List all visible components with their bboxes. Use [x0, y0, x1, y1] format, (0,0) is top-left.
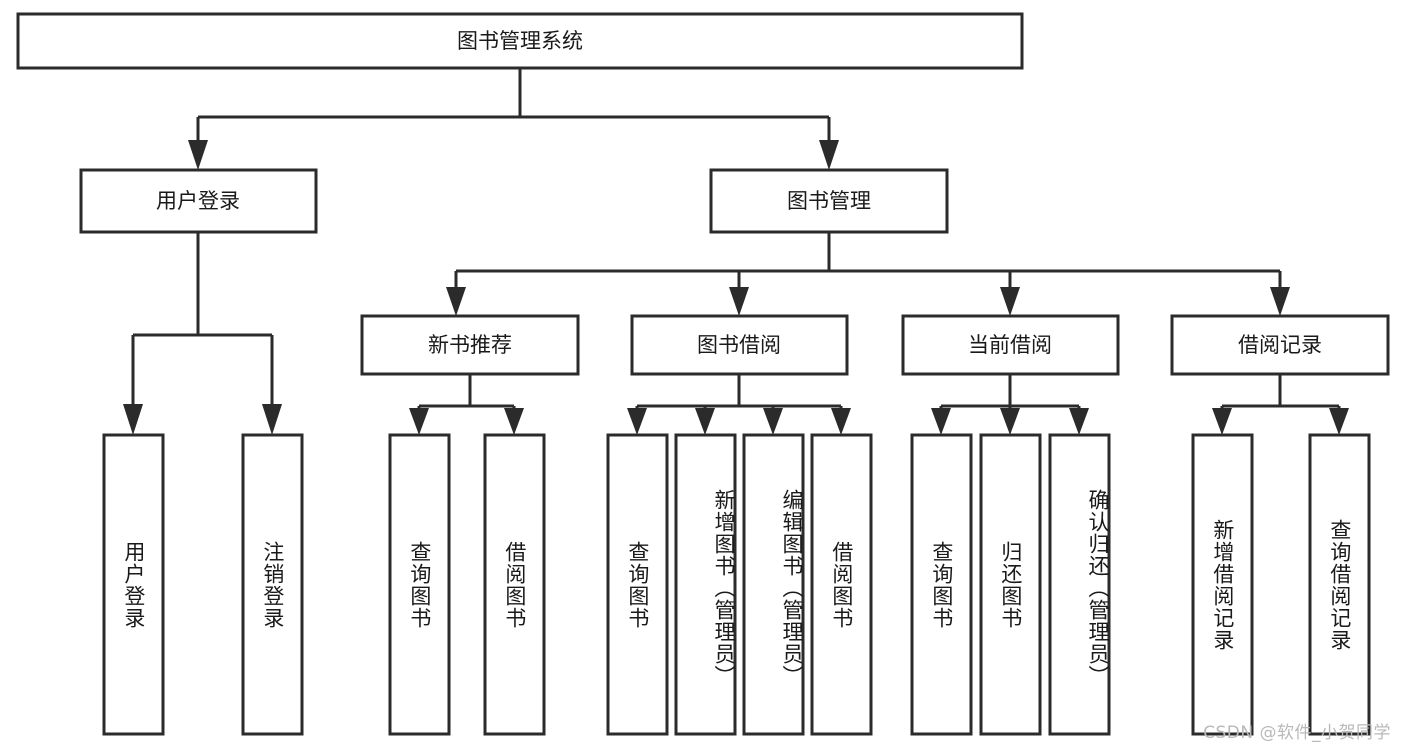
node-records-label: 借阅记录 — [1238, 333, 1322, 357]
connector-borrow-to-leaves — [627, 374, 851, 435]
arrow-head-leaf-12 — [1212, 408, 1232, 435]
connector-current-to-leaves — [931, 374, 1089, 435]
arrow-head-leaf-11 — [1069, 408, 1089, 435]
arrow-head-leaf-4 — [504, 408, 524, 435]
arrow-head-leaf-7 — [763, 408, 783, 435]
node-current[interactable]: 当前借阅 — [901, 314, 1120, 376]
node-leaf-7-box[interactable] — [742, 433, 805, 736]
connector-login-to-leaves — [123, 232, 282, 435]
node-records[interactable]: 借阅记录 — [1170, 314, 1390, 376]
arrow-head-leaf-3 — [409, 408, 429, 435]
leaf-boxes — [102, 433, 1371, 736]
arrow-head-borrow — [729, 287, 749, 316]
arrow-head-leaf-10 — [1000, 408, 1020, 435]
node-records-box[interactable] — [1170, 314, 1390, 376]
node-leaf-4-box[interactable] — [483, 433, 546, 736]
node-bookmgmt-box[interactable] — [709, 168, 949, 234]
arrow-head-leaf-9 — [931, 408, 951, 435]
node-borrow-label: 图书借阅 — [697, 333, 781, 357]
connector-records-to-leaves — [1212, 374, 1349, 435]
node-leaf-2-box[interactable] — [241, 433, 304, 736]
node-root-label: 图书管理系统 — [457, 29, 583, 53]
node-leaf-6-box[interactable] — [674, 433, 737, 736]
connector-root-to-level2 — [188, 68, 839, 170]
node-current-label: 当前借阅 — [968, 333, 1052, 357]
node-leaf-5-box[interactable] — [606, 433, 669, 736]
node-borrow-box[interactable] — [630, 314, 849, 376]
arrow-head-newbook — [446, 287, 466, 316]
connector-newbook-to-leaves — [409, 374, 524, 435]
node-newbook-box[interactable] — [360, 314, 580, 376]
node-root-box[interactable] — [16, 12, 1024, 70]
arrow-head-leaf-5 — [627, 408, 647, 435]
connector-bookmgmt-to-level3 — [446, 232, 1290, 316]
node-leaf-10-box[interactable] — [979, 433, 1042, 736]
node-leaf-1-box[interactable] — [102, 433, 165, 736]
node-bookmgmt-label: 图书管理 — [787, 189, 871, 213]
arrow-head-bookmgmt — [819, 140, 839, 170]
csdn-watermark: CSDN @软件_小贺同学 — [1203, 723, 1391, 743]
node-login[interactable]: 用户登录 — [79, 168, 318, 234]
node-root[interactable]: 图书管理系统 — [16, 12, 1024, 70]
arrow-head-current — [1000, 287, 1020, 316]
node-leaf-8-box[interactable] — [810, 433, 873, 736]
node-leaf-11-box[interactable] — [1048, 433, 1111, 736]
node-newbook[interactable]: 新书推荐 — [360, 314, 580, 376]
node-current-box[interactable] — [901, 314, 1120, 376]
node-leaf-12-box[interactable] — [1191, 433, 1254, 736]
node-login-box[interactable] — [79, 168, 318, 234]
arrow-head-leaf-13 — [1329, 408, 1349, 435]
node-leaf-13-box[interactable] — [1308, 433, 1371, 736]
arrow-head-login — [188, 140, 208, 170]
node-leaf-9-box[interactable] — [910, 433, 973, 736]
node-leaf-3-box[interactable] — [388, 433, 451, 736]
arrow-head-leaf-6 — [695, 408, 715, 435]
node-bookmgmt[interactable]: 图书管理 — [709, 168, 949, 234]
arrow-head-leaf-1 — [123, 404, 143, 435]
node-borrow[interactable]: 图书借阅 — [630, 314, 849, 376]
node-login-label: 用户登录 — [156, 189, 240, 213]
arrow-head-leaf-8 — [831, 408, 851, 435]
arrow-head-leaf-2 — [262, 404, 282, 435]
arrow-head-records — [1270, 287, 1290, 316]
node-newbook-label: 新书推荐 — [428, 333, 512, 357]
